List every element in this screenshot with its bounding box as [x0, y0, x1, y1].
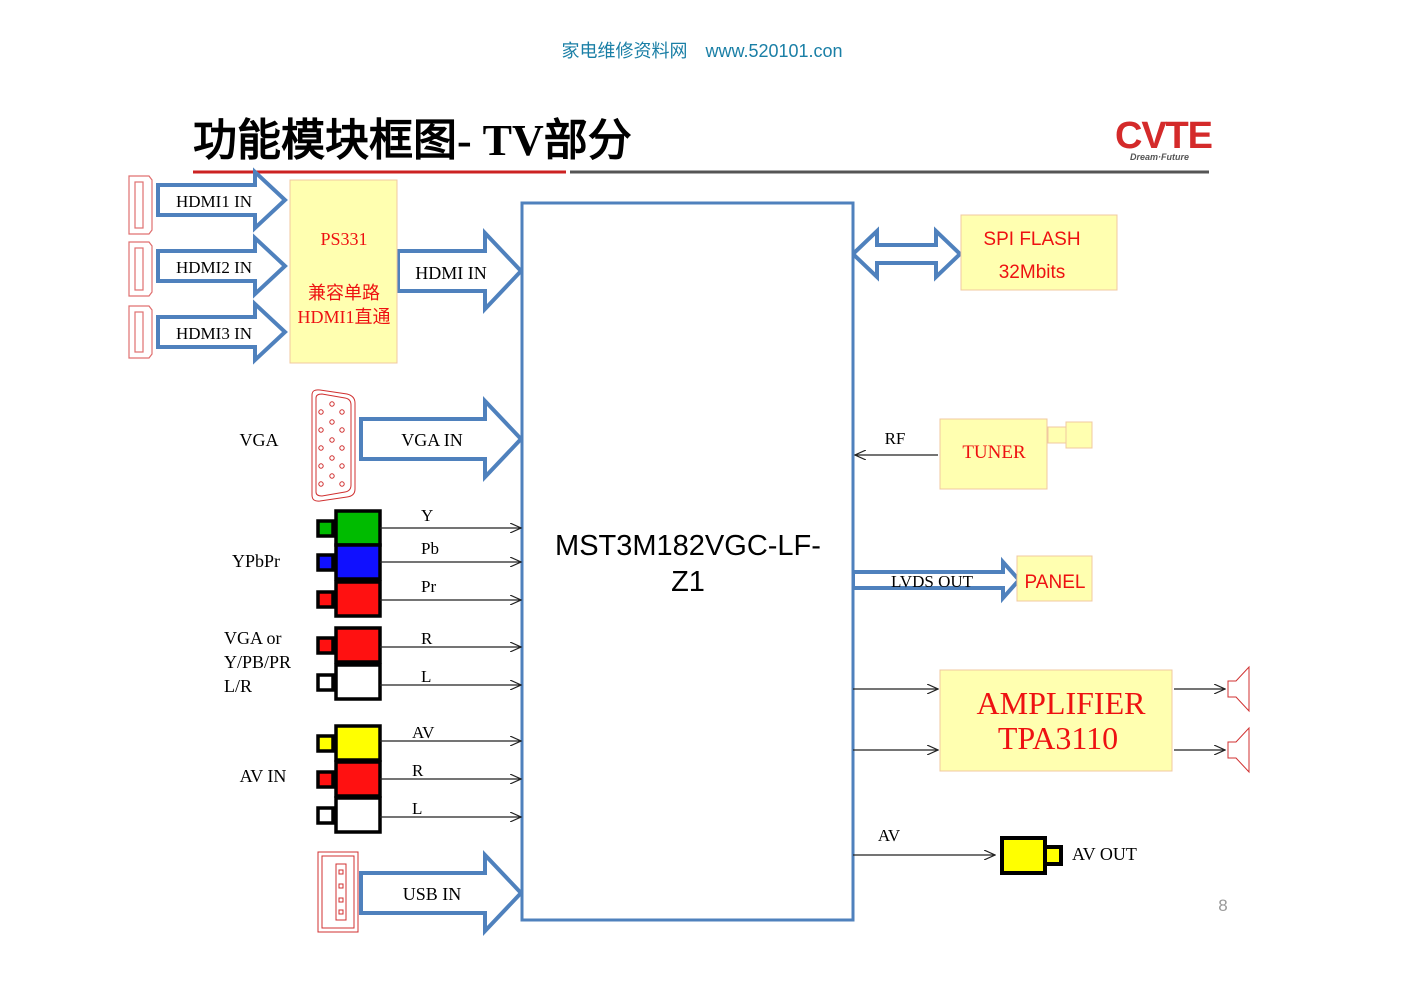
r-label: R	[421, 629, 433, 648]
panel-box	[1016, 555, 1093, 602]
cvte-logo: CVTE Dream·Future	[1115, 115, 1213, 162]
main-chip-name: MST3M182VGC-LF-	[555, 530, 821, 562]
vga-pin	[318, 481, 324, 487]
usb-connector-icon	[317, 851, 359, 933]
av-r-label: R	[412, 761, 424, 780]
hdmi2-in-label: HDMI2 IN	[176, 258, 252, 277]
rf-label: RF	[885, 429, 906, 448]
av-label: AV	[412, 723, 435, 742]
spi-double-arrow	[850, 226, 963, 282]
main-chip-name-2: Z1	[671, 566, 705, 598]
ps331-note: 兼容单路	[308, 283, 380, 303]
lvds-out-label: LVDS OUT	[891, 572, 974, 591]
hdmi-in-label: HDMI IN	[415, 263, 487, 283]
ps331-box	[289, 179, 398, 364]
hdmi3-arrow	[156, 299, 288, 365]
vga-pin	[329, 419, 335, 425]
svg-text:Dream·Future: Dream·Future	[1130, 152, 1189, 162]
usb-in-arrow	[359, 849, 524, 937]
spi-flash-box	[960, 214, 1118, 291]
main-chip-box	[520, 201, 855, 922]
vga-pin	[329, 437, 335, 443]
hdmi1-arrow	[156, 167, 288, 233]
amplifier-chip: TPA3110	[998, 720, 1118, 756]
rca-jack-icon	[316, 796, 382, 834]
av-out-jack-icon	[1000, 836, 1063, 875]
panel-label: PANEL	[1025, 572, 1086, 593]
hdmi3-in-label: HDMI3 IN	[176, 324, 252, 343]
rca-jack-icon	[316, 724, 382, 762]
usb-in-label: USB IN	[403, 884, 462, 904]
vga-pin	[339, 427, 345, 433]
amplifier-box	[939, 669, 1173, 772]
rca-jack-icon	[316, 626, 382, 664]
hdmi-in-arrow	[396, 227, 524, 315]
lvds-out-arrow	[851, 556, 1022, 604]
l-label: L	[421, 667, 431, 686]
vga-connector-icon	[311, 389, 356, 502]
vga-pin	[318, 409, 324, 415]
av-in-label: AV IN	[240, 766, 287, 786]
spi-flash-label: SPI FLASH	[983, 229, 1080, 250]
pb-label: Pb	[421, 539, 439, 558]
vga-in-label: VGA IN	[401, 430, 463, 450]
vga-pin	[318, 427, 324, 433]
ps331-note-2: HDMI1直通	[298, 307, 391, 327]
ps331-label: PS331	[320, 229, 367, 249]
rca-jack-icon	[316, 543, 382, 581]
rca-jack-icon	[316, 760, 382, 798]
vga-pin	[339, 445, 345, 451]
y-label: Y	[421, 506, 433, 525]
hdmi1-in-label: HDMI1 IN	[176, 192, 252, 211]
pr-label: Pr	[421, 577, 436, 596]
rca-jack-icon	[316, 580, 382, 618]
amplifier-label: AMPLIFIER	[977, 685, 1147, 721]
rca-jack-icon	[316, 509, 382, 547]
rca-jack-icon	[316, 663, 382, 701]
vga-in-arrow	[359, 395, 524, 483]
vga-pin	[329, 455, 335, 461]
page-number: 8	[1218, 896, 1227, 915]
ypbpr-label: YPbPr	[232, 551, 280, 571]
vga-pin	[318, 463, 324, 469]
vga-pin	[339, 463, 345, 469]
av-out-signal-label: AV	[878, 826, 901, 845]
spi-flash-size: 32Mbits	[999, 262, 1066, 283]
vga-pin	[339, 481, 345, 487]
av-l-label: L	[412, 799, 422, 818]
site-header: 家电维修资料网 www.520101.con	[561, 41, 842, 61]
hdmi-connector-icons	[128, 175, 153, 359]
antenna-connector-icon	[1047, 421, 1093, 449]
vga-label: VGA	[240, 430, 279, 450]
hdmi2-arrow	[156, 233, 288, 299]
vga-or-label-2: Y/PB/PR	[224, 652, 291, 672]
av-out-label: AV OUT	[1072, 844, 1137, 864]
vga-or-label-3: L/R	[224, 676, 252, 696]
vga-pin	[329, 401, 335, 407]
speaker-icons	[1227, 665, 1250, 774]
tuner-box	[939, 418, 1048, 490]
vga-pin	[329, 473, 335, 479]
vga-pin	[339, 409, 345, 415]
vga-pin	[318, 445, 324, 451]
page-title: 功能模块框图- TV部分	[193, 116, 632, 165]
svg-text:CVTE: CVTE	[1115, 115, 1213, 157]
vga-or-label: VGA or	[224, 628, 282, 648]
tuner-label: TUNER	[962, 442, 1026, 463]
